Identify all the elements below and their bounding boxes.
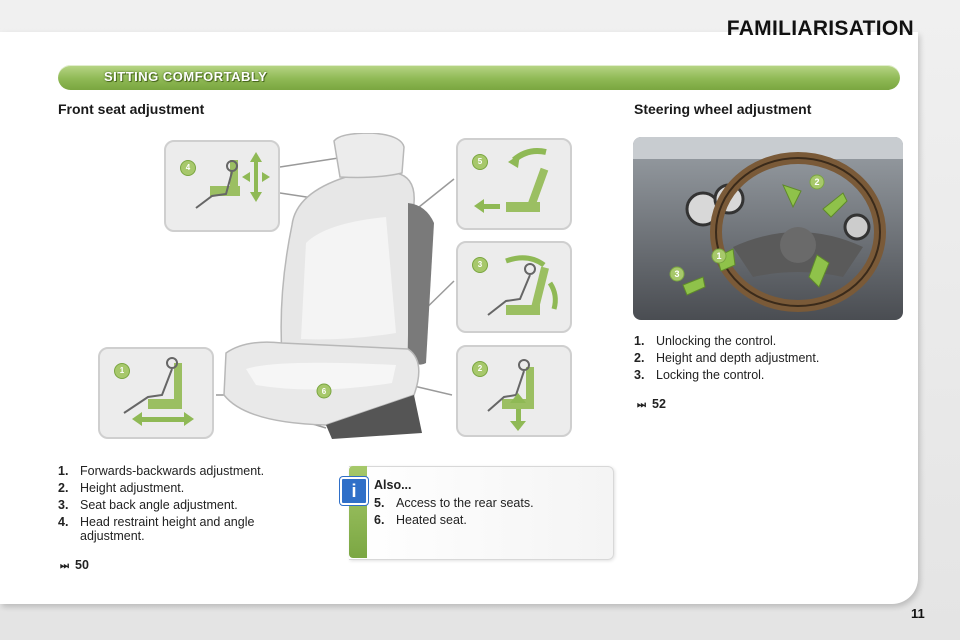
callout-1: 1 bbox=[114, 363, 130, 379]
page-number: 11 bbox=[911, 606, 925, 621]
list-item: 2. Height adjustment. bbox=[58, 481, 318, 495]
front-seat-heading: Front seat adjustment bbox=[58, 101, 205, 117]
list-text: Head restraint height and angle adjustme… bbox=[80, 515, 255, 543]
height-figure bbox=[487, 359, 534, 431]
list-number: 6. bbox=[374, 513, 385, 527]
info-box bbox=[349, 466, 614, 560]
list-item: 1. Unlocking the control. bbox=[634, 334, 894, 348]
list-text: Height adjustment. bbox=[80, 481, 185, 495]
list-number: 3. bbox=[634, 368, 645, 382]
list-item: 4. Head restraint height and angle adjus… bbox=[58, 515, 318, 543]
ref-number: 50 bbox=[75, 558, 89, 572]
list-text: Unlocking the control. bbox=[656, 334, 777, 348]
steering-wheel-photo: 1 2 3 bbox=[633, 137, 903, 320]
list-item: 3. Seat back angle adjustment. bbox=[58, 498, 318, 512]
info-list: 5. Access to the rear seats. 6. Heated s… bbox=[374, 496, 604, 530]
list-number: 4. bbox=[58, 515, 69, 529]
rear-access-figure bbox=[474, 148, 549, 213]
front-seat-list: 1. Forwards-backwards adjustment. 2. Hei… bbox=[58, 464, 318, 546]
steering-heading: Steering wheel adjustment bbox=[634, 101, 812, 117]
list-number: 5. bbox=[374, 496, 385, 510]
seat-callout-6: 6 bbox=[322, 387, 327, 396]
ref-arrow-icon: ⏭ bbox=[637, 400, 646, 411]
section-bar bbox=[58, 65, 900, 90]
list-number: 1. bbox=[58, 464, 69, 478]
list-text: Forwards-backwards adjustment. bbox=[80, 464, 265, 478]
thumb-head-restraint: 4 bbox=[164, 140, 280, 232]
list-text: Heated seat. bbox=[396, 513, 467, 527]
list-item: 2. Height and depth adjustment. bbox=[634, 351, 894, 365]
list-item: 6. Heated seat. bbox=[374, 513, 604, 527]
thumb-seat-back-angle: 3 bbox=[456, 241, 572, 333]
steering-wheel-figure: 1 2 3 bbox=[633, 137, 903, 320]
info-icon: i bbox=[340, 477, 368, 505]
list-text: Access to the rear seats. bbox=[396, 496, 534, 510]
list-item: 3. Locking the control. bbox=[634, 368, 894, 382]
list-number: 2. bbox=[634, 351, 645, 365]
steer-callout-2: 2 bbox=[814, 177, 819, 187]
info-title: Also... bbox=[374, 478, 412, 492]
callout-4: 4 bbox=[180, 160, 196, 176]
thumb-forward-backward: 1 bbox=[98, 347, 214, 439]
list-number: 3. bbox=[58, 498, 69, 512]
list-text: Seat back angle adjustment. bbox=[80, 498, 238, 512]
seat-illustration: 6 4 5 3 bbox=[96, 132, 578, 443]
callout-5: 5 bbox=[472, 154, 488, 170]
list-item: 5. Access to the rear seats. bbox=[374, 496, 604, 510]
page-reference-50[interactable]: ⏭ 50 bbox=[60, 558, 89, 572]
section-title: SITTING COMFORTABLY bbox=[104, 69, 268, 84]
list-item: 1. Forwards-backwards adjustment. bbox=[58, 464, 318, 478]
chapter-title: FAMILIARISATION bbox=[726, 17, 914, 40]
list-text: Locking the control. bbox=[656, 368, 765, 382]
list-text: Height and depth adjustment. bbox=[656, 351, 820, 365]
thumb-height: 2 bbox=[456, 345, 572, 437]
seat-back-figure bbox=[487, 255, 558, 316]
seat-diagram: 6 bbox=[216, 132, 455, 439]
forward-backward-figure bbox=[123, 357, 194, 426]
head-restraint-figure bbox=[195, 152, 270, 209]
steer-callout-1: 1 bbox=[716, 251, 721, 261]
ref-number: 52 bbox=[652, 397, 666, 411]
callout-3: 3 bbox=[472, 257, 488, 273]
list-number: 1. bbox=[634, 334, 645, 348]
callout-2: 2 bbox=[472, 361, 488, 377]
page-reference-52[interactable]: ⏭ 52 bbox=[637, 397, 666, 411]
steering-list: 1. Unlocking the control. 2. Height and … bbox=[634, 334, 894, 385]
steer-callout-3: 3 bbox=[674, 269, 679, 279]
thumb-rear-access: 5 bbox=[456, 138, 572, 230]
list-number: 2. bbox=[58, 481, 69, 495]
ref-arrow-icon: ⏭ bbox=[60, 561, 69, 572]
